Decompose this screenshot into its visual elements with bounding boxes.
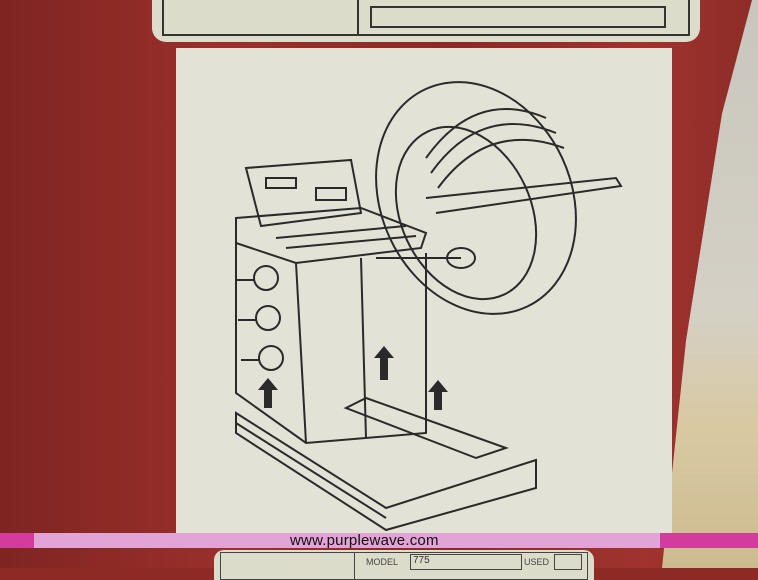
watermark-text: www.purplewave.com — [290, 532, 439, 549]
arrow-up-icon — [258, 378, 278, 408]
bottom-plate-divider — [354, 552, 355, 580]
control-panel-icon — [235, 158, 428, 265]
watermark-band: www.purplewave.com — [0, 532, 758, 549]
model-label: MODEL — [366, 557, 399, 567]
pallet-icon — [235, 396, 537, 532]
top-data-plate — [152, 0, 700, 42]
lift-arrows — [258, 346, 448, 410]
balancer-lifting-illustration — [235, 81, 623, 532]
top-plate-border — [162, 0, 690, 36]
watermark-highlight — [34, 533, 660, 548]
bottom-data-plate: MODEL 775 USED — [214, 550, 594, 580]
tire-icon — [375, 81, 623, 315]
top-plate-field — [370, 6, 666, 28]
arrow-up-icon — [374, 346, 394, 380]
arrow-up-icon — [428, 380, 448, 410]
instruction-sticker — [176, 48, 672, 536]
balancer-body-icon — [235, 243, 427, 445]
top-plate-divider — [357, 0, 359, 36]
used-label: USED — [524, 557, 550, 567]
